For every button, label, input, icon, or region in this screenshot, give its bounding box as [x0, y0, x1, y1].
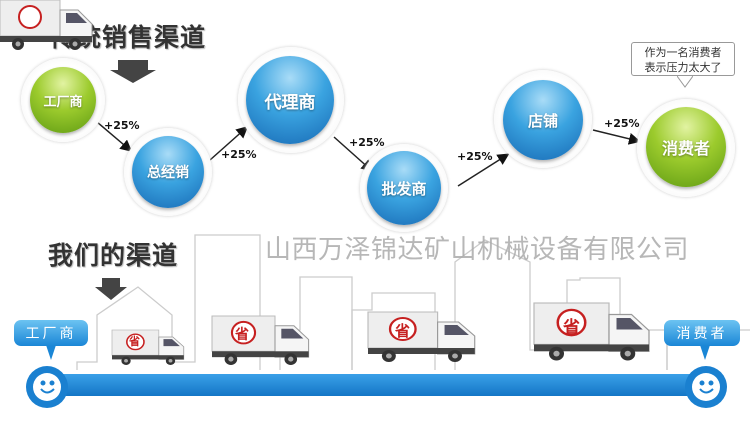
smiley-end: [685, 366, 727, 408]
down-arrow-icon: [95, 278, 127, 300]
markup-label: +25%: [457, 150, 493, 163]
channel-bar: [40, 374, 710, 396]
arrow-2: [209, 126, 249, 161]
node-wholesaler: 批发商: [367, 151, 441, 225]
markup-label: +25%: [349, 136, 385, 149]
node-general-distributor: 总经销: [132, 136, 204, 208]
arrow-5: [592, 129, 641, 145]
arrow-1: [96, 121, 133, 152]
our-channel-title: 我们的渠道: [48, 241, 179, 270]
truck-badge: 省: [235, 327, 249, 343]
down-arrow-icon: [110, 60, 156, 83]
smiley-icon: [692, 373, 720, 401]
speech-bubble: 作为一名消费者 表示压力太大了: [631, 42, 735, 76]
arrow-4: [457, 153, 510, 187]
smiley-icon: [33, 373, 61, 401]
markup-label: +25%: [104, 119, 140, 132]
smiley-start: [26, 366, 68, 408]
node-consumer: 消费者: [646, 107, 726, 187]
markup-label: +25%: [221, 148, 257, 161]
bubble-line-1: 作为一名消费者: [644, 46, 722, 59]
truck-badge: 省: [563, 318, 580, 338]
company-watermark: 山西万泽锦达矿山机械设备有限公司: [265, 235, 690, 265]
truck-icon: [0, 0, 93, 50]
node-factory: 工厂商: [30, 67, 96, 133]
bubble-line-2: 表示压力太大了: [644, 61, 722, 74]
truck-badge: 省: [129, 335, 140, 348]
truck-badge: 省: [395, 322, 411, 340]
start-label-factory: 工厂商: [14, 320, 88, 346]
node-agent: 代理商: [246, 56, 334, 144]
markup-label: +25%: [604, 117, 640, 130]
node-store: 店铺: [503, 80, 583, 160]
arrow-3: [333, 136, 374, 172]
end-label-consumer: 消费者: [664, 320, 740, 346]
bubble-pointer: [677, 75, 693, 88]
